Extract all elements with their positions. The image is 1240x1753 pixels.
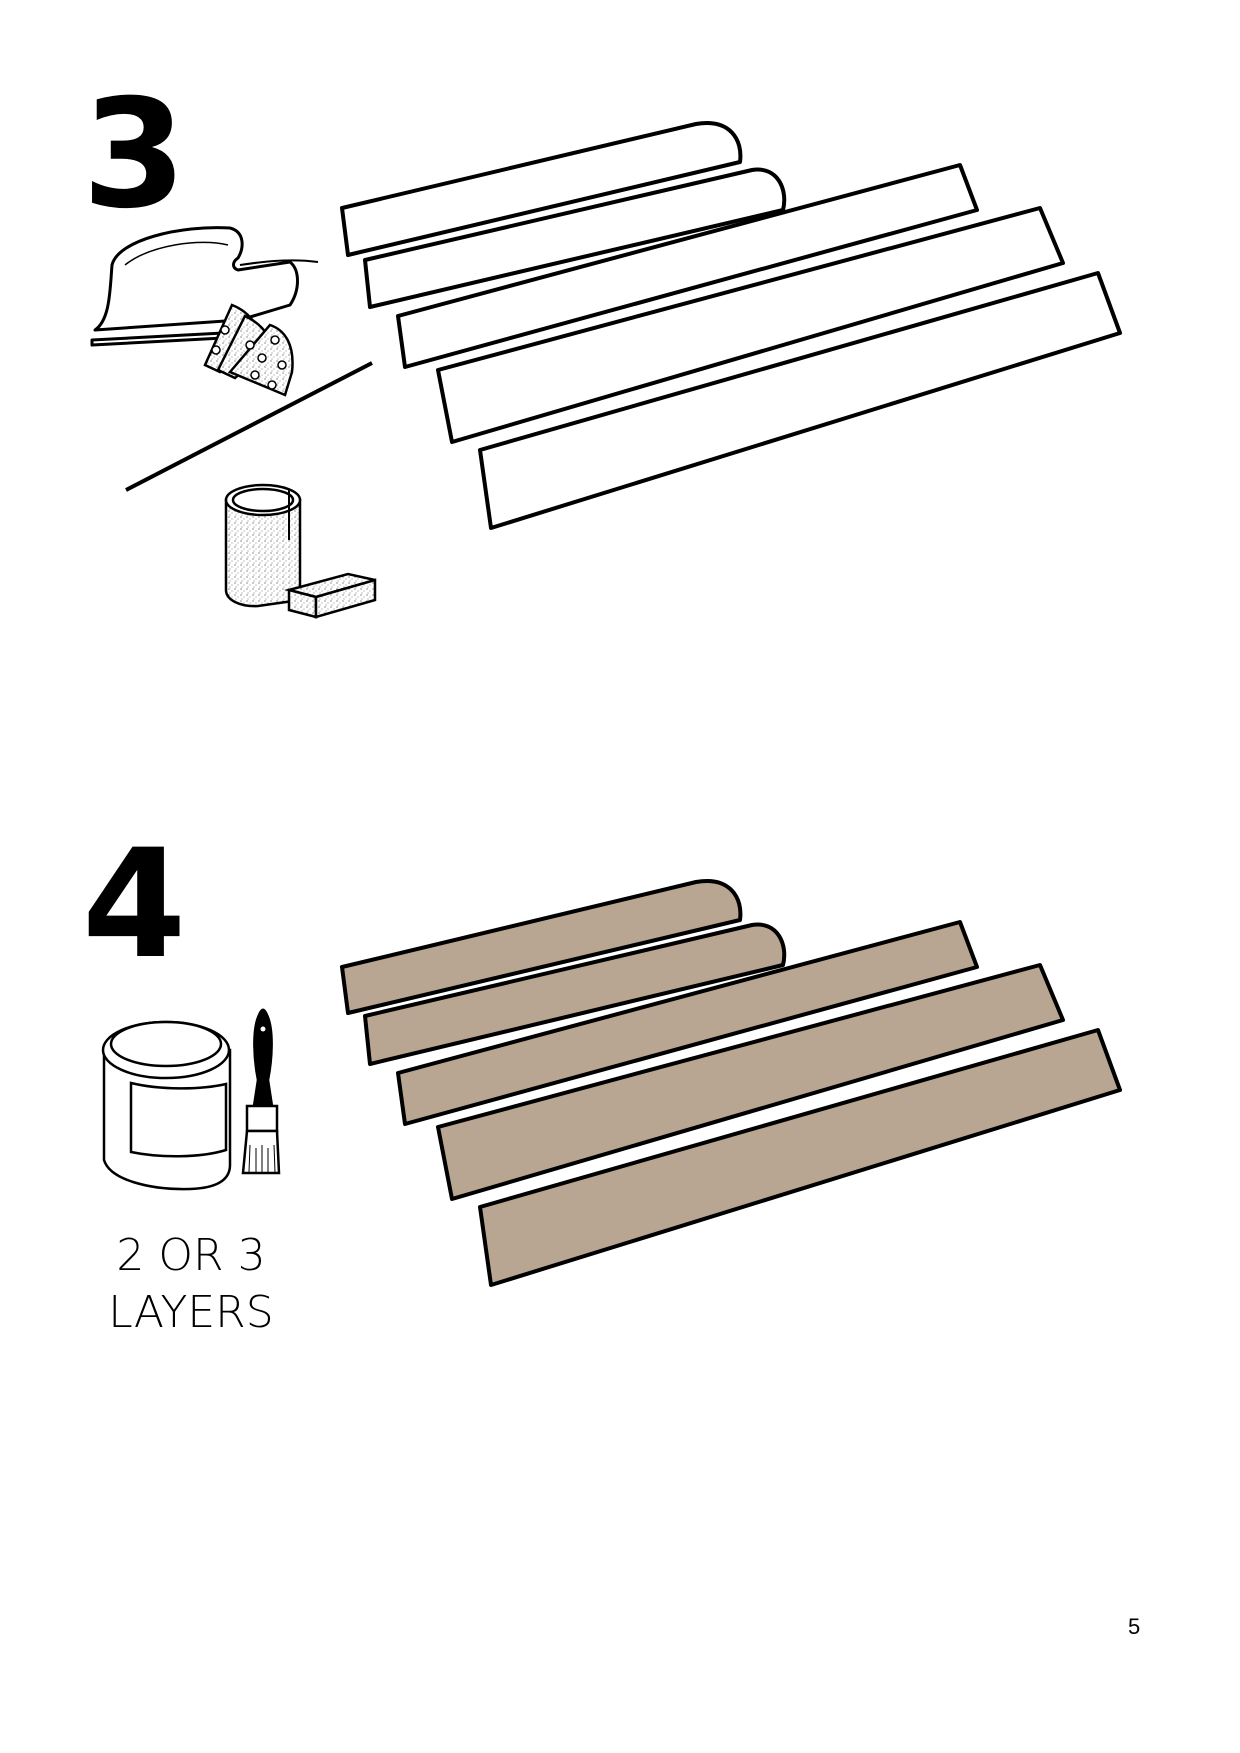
sandpaper-triangle-pads-icon [203,303,294,397]
step3-parts [340,121,1122,530]
sanding-sponge-icon [284,572,377,619]
divider-line [125,361,373,492]
step-number-3: 3 [82,68,186,242]
layers-caption-line1: 2 OR 3 [116,1230,266,1281]
paint-can-icon [101,1020,232,1191]
sandpaper-roll-icon [224,483,302,608]
paint-brush-icon [241,1008,281,1175]
step4-parts [340,879,1122,1287]
step-number-4: 4 [82,818,186,992]
page-number: 5 [1128,1614,1141,1639]
detail-sander-icon [90,226,319,347]
layers-caption-line2: LAYERS [108,1287,274,1338]
